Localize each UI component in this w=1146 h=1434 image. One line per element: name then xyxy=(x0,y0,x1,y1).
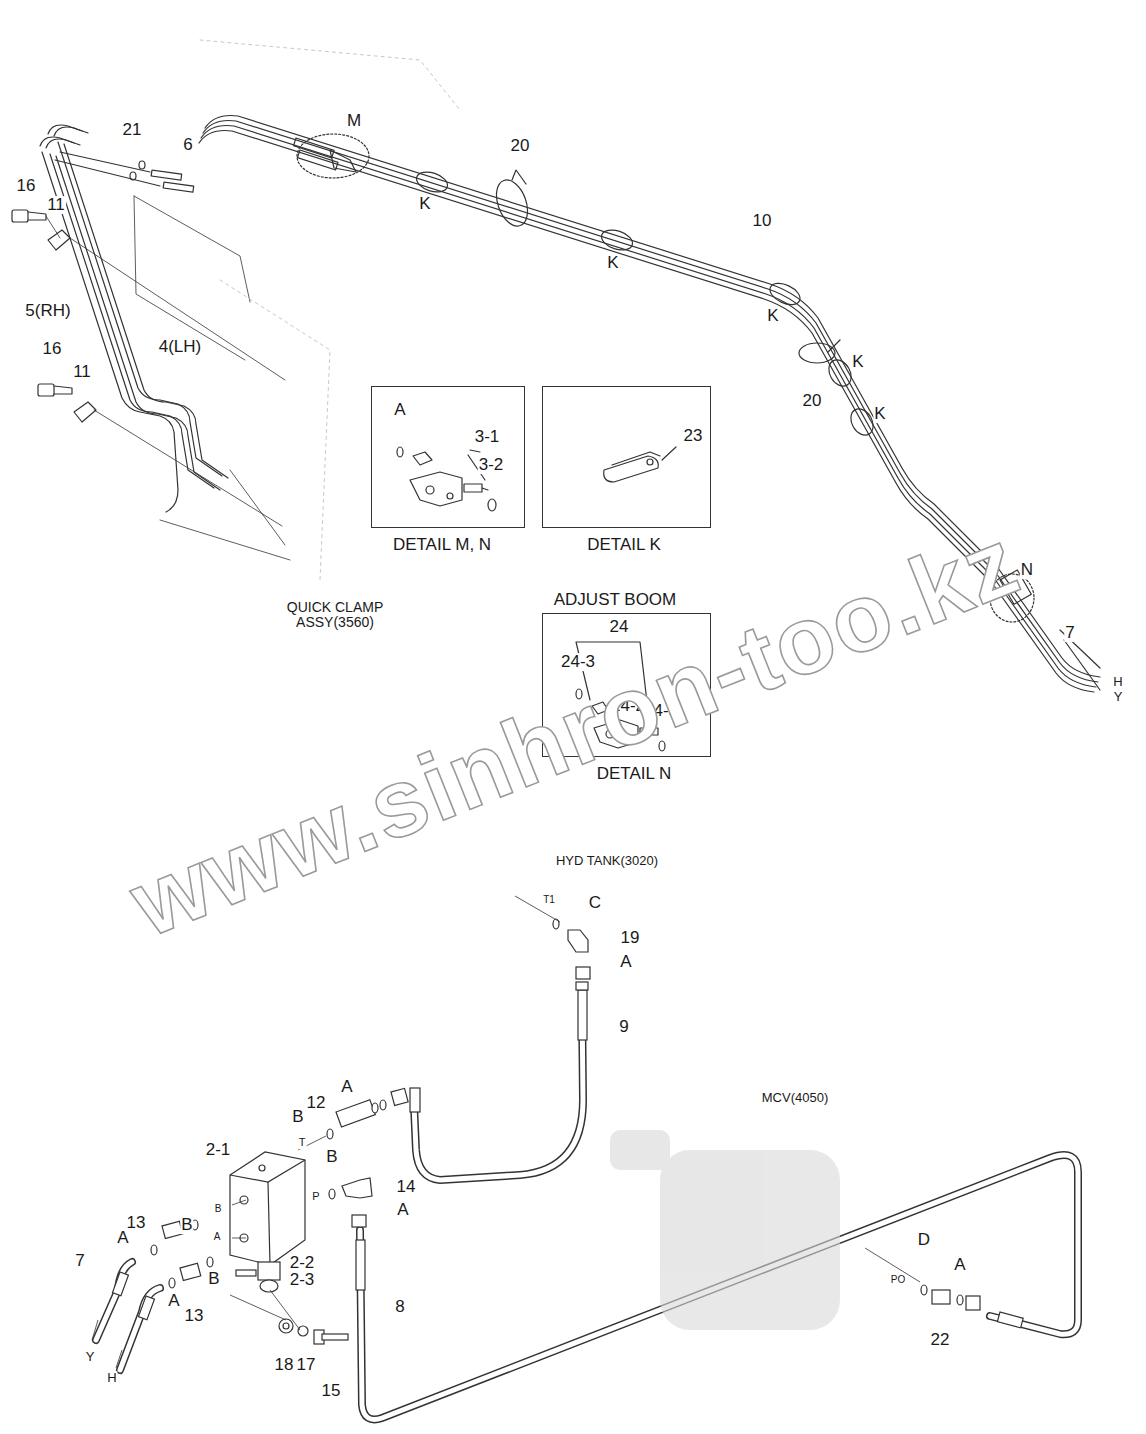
part-label: B xyxy=(325,1148,338,1166)
callout-number: 8 xyxy=(394,1298,405,1316)
part-label: A xyxy=(619,953,632,971)
part-label: A xyxy=(116,1229,129,1247)
part-label: PO xyxy=(890,1275,906,1286)
part-label: A xyxy=(340,1078,353,1096)
callout-number: 16 xyxy=(42,340,63,358)
part-label: K xyxy=(766,307,779,325)
callout-number: 2-3 xyxy=(289,1271,316,1289)
callout-number: 20 xyxy=(802,392,823,410)
callout-number: 5(RH) xyxy=(24,302,71,320)
callout-number: 15 xyxy=(321,1382,342,1400)
part-label: K xyxy=(873,405,886,423)
part-label: B xyxy=(214,1204,223,1215)
detail-box: 23DETAIL K xyxy=(542,386,711,558)
detail-caption: DETAIL M, N xyxy=(392,536,492,554)
callout-number: 6 xyxy=(182,136,193,154)
callout-number: 14 xyxy=(396,1178,417,1196)
part-label: D xyxy=(917,1231,931,1249)
callout-number: 18 xyxy=(274,1356,295,1374)
detail-frame xyxy=(542,386,711,528)
part-label: P xyxy=(311,1191,320,1203)
part-label: C xyxy=(588,894,602,912)
callout-number: 3-2 xyxy=(478,456,505,474)
callout-number: 12 xyxy=(306,1094,327,1112)
part-label: Y xyxy=(85,1350,96,1364)
callout-number: 23 xyxy=(683,427,704,445)
callout-number: 9 xyxy=(618,1018,629,1036)
part-label: K xyxy=(851,353,864,371)
part-label: K xyxy=(418,195,431,213)
part-label: HYD TANK(3020) xyxy=(555,854,659,868)
part-label: A xyxy=(167,1292,180,1310)
part-label: B xyxy=(180,1216,193,1234)
callout-number: 10 xyxy=(752,212,773,230)
part-label: N xyxy=(1020,561,1034,579)
callout-number: 13 xyxy=(184,1307,205,1325)
part-label: H xyxy=(106,1371,117,1385)
callout-number: 11 xyxy=(72,363,92,381)
callout-number: 21 xyxy=(122,121,143,139)
part-label: T1 xyxy=(542,895,556,906)
callout-number: 11 xyxy=(46,196,66,214)
detail-box: A 3-1 3-2DETAIL M, N xyxy=(371,386,525,558)
callout-number: 22 xyxy=(930,1331,951,1349)
callout-number: 7 xyxy=(74,1252,85,1270)
callout-number: 2-1 xyxy=(205,1141,232,1159)
callout-number: 7 xyxy=(1064,624,1075,642)
callout-number: 19 xyxy=(620,929,641,947)
detail-caption: DETAIL K xyxy=(586,536,662,554)
part-label: MCV(4050) xyxy=(761,1091,829,1105)
part-label: H xyxy=(1112,675,1123,689)
part-label: B xyxy=(207,1270,220,1288)
part-label: K xyxy=(606,254,619,272)
part-label: A xyxy=(396,1201,409,1219)
part-label: B xyxy=(291,1108,304,1126)
part-label: T xyxy=(298,1137,307,1149)
callout-number: 17 xyxy=(296,1356,317,1374)
callout-number: A xyxy=(393,401,406,419)
callout-number: 16 xyxy=(16,177,37,195)
detail-caption: ADJUST BOOM xyxy=(553,591,677,609)
part-label: A xyxy=(213,1232,222,1243)
callout-number: 4(LH) xyxy=(158,338,203,356)
callout-number: 20 xyxy=(510,137,531,155)
part-label: QUICK CLAMP ASSY(3560) xyxy=(274,600,396,629)
part-label: A xyxy=(953,1256,966,1274)
part-label: M xyxy=(346,112,362,130)
watermark: www.sinhron-too.kz xyxy=(116,506,1034,959)
part-label: Y xyxy=(1113,690,1124,704)
callout-number: 2-2 xyxy=(289,1254,316,1272)
callout-number: 24 xyxy=(609,618,630,636)
callout-number: 3-1 xyxy=(474,428,501,446)
